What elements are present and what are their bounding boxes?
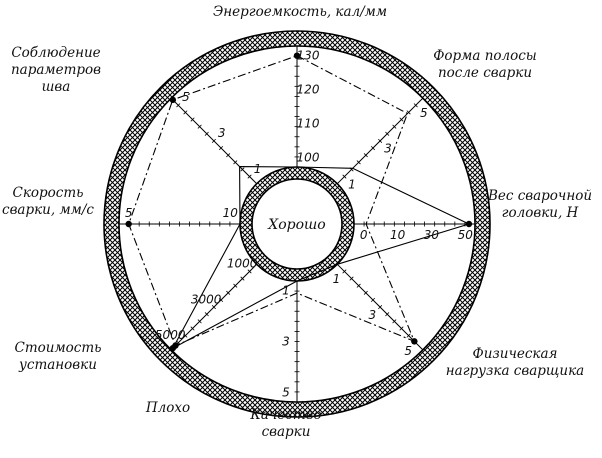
tick-label-shape: 5 <box>420 106 428 120</box>
tick-label-cost: 1000 <box>227 256 258 270</box>
tick-label-quality: 5 <box>282 385 290 399</box>
tick-label-energy: 110 <box>297 116 320 130</box>
series-point <box>125 220 132 228</box>
axis-tick-mark <box>413 103 418 108</box>
tick-label-quality: 3 <box>282 335 290 349</box>
series-point <box>172 342 179 349</box>
tick-label-cost: 3000 <box>191 292 222 306</box>
axis-tick-mark <box>370 297 376 303</box>
axis-label-weight: головки, Н <box>502 205 579 221</box>
axis-tick-mark <box>218 297 224 303</box>
axis-tick-mark <box>226 153 231 158</box>
axis-tick-mark <box>399 117 404 122</box>
center-label: Хорошо <box>267 217 325 233</box>
axis-tick-mark <box>204 131 209 136</box>
axis-tick-mark <box>342 174 347 179</box>
axis-tick-mark <box>204 312 209 317</box>
axis-tick-mark <box>190 326 195 331</box>
tick-label-weight: 0 <box>360 228 368 242</box>
axis-label-speed: сварки, мм/с <box>2 202 94 218</box>
axis-tick-mark <box>342 269 347 274</box>
axis-tick-mark <box>378 305 383 310</box>
tick-label-energy: 100 <box>297 150 320 164</box>
axis-tick-mark <box>406 333 411 338</box>
axis-tick-mark <box>197 319 202 324</box>
axis-tick-mark <box>363 290 368 295</box>
axis-tick-mark <box>247 174 252 179</box>
tick-label-load: 1 <box>333 272 341 286</box>
tick-label-shape: 1 <box>348 178 356 192</box>
series-point <box>293 52 301 59</box>
axis-label-weight: Вес сварочной <box>487 188 592 204</box>
axis-label-energy: Энергоемкость, кал/мм <box>213 4 387 20</box>
outer-label: Плохо <box>145 400 190 416</box>
axis-tick-mark <box>385 131 390 136</box>
axis-tick-mark <box>370 145 376 151</box>
axis-tick-mark <box>356 160 361 165</box>
tick-label-quality: 1 <box>282 284 290 298</box>
tick-label-params: 3 <box>218 126 226 140</box>
axis-label-cost: Стоимость <box>15 340 102 356</box>
tick-label-cost: 5000 <box>155 328 186 342</box>
axis-tick-mark <box>226 290 231 295</box>
axis-tick-mark <box>363 153 368 158</box>
axis-tick-mark <box>356 283 361 288</box>
tick-label-energy: 120 <box>297 83 320 97</box>
axis-label-speed: Скорость <box>12 185 83 201</box>
tick-label-params: 1 <box>254 162 262 176</box>
series-point <box>169 96 177 104</box>
axis-label-load: нагрузка сварщика <box>446 363 584 379</box>
axis-tick-mark <box>233 160 238 165</box>
axis-label-quality: Качество <box>249 407 321 423</box>
tick-label-shape: 3 <box>384 142 392 156</box>
tick-label-params: 5 <box>182 90 190 104</box>
tick-label-load: 3 <box>368 308 376 322</box>
tick-label-speed: 5 <box>125 206 133 220</box>
axis-label-params: Соблюдение <box>11 45 100 61</box>
axis-tick-mark <box>399 326 404 331</box>
axis-label-shape: после сварки <box>438 65 532 81</box>
axis-tick-mark <box>183 333 188 338</box>
axis-tick-mark <box>176 103 181 108</box>
series-dash-dot <box>128 55 416 347</box>
series-point <box>465 220 473 228</box>
axis-tick-mark <box>406 110 411 115</box>
axis-tick-mark <box>349 276 354 281</box>
axis-label-params: шва <box>42 79 71 95</box>
axis-tick-mark <box>183 110 188 115</box>
axis-tick-mark <box>385 312 390 317</box>
axis-tick-mark <box>240 276 245 281</box>
axis-tick-mark <box>378 138 383 143</box>
axis-tick-mark <box>240 167 245 172</box>
series-solid <box>171 166 471 350</box>
axis-tick-mark <box>218 145 224 151</box>
series-lines <box>125 52 473 352</box>
series-point <box>411 338 418 345</box>
axis-tick-mark <box>392 124 397 129</box>
axis-tick-mark <box>197 124 202 129</box>
axis-tick-mark <box>211 138 216 143</box>
axis-label-cost: установки <box>18 357 97 373</box>
tick-label-weight: 50 <box>458 228 474 242</box>
axis-tick-mark <box>190 117 195 122</box>
axis-label-load: Физическая <box>473 346 558 362</box>
tick-label-energy: 130 <box>297 49 320 63</box>
axis-tick-mark <box>233 283 238 288</box>
axis-tick-mark <box>211 305 216 310</box>
tick-label-weight: 30 <box>424 228 440 242</box>
axis-tick-mark <box>392 319 397 324</box>
axis-label-quality: сварки <box>262 424 311 440</box>
tick-label-weight: 10 <box>390 228 406 242</box>
axis-label-params: параметров <box>11 62 101 78</box>
axis-tick-mark <box>247 269 252 274</box>
axis-lines <box>119 46 475 402</box>
tick-label-speed: 10 <box>223 206 239 220</box>
axis-label-shape: Форма полосы <box>433 48 537 64</box>
tick-label-load: 5 <box>404 344 412 358</box>
